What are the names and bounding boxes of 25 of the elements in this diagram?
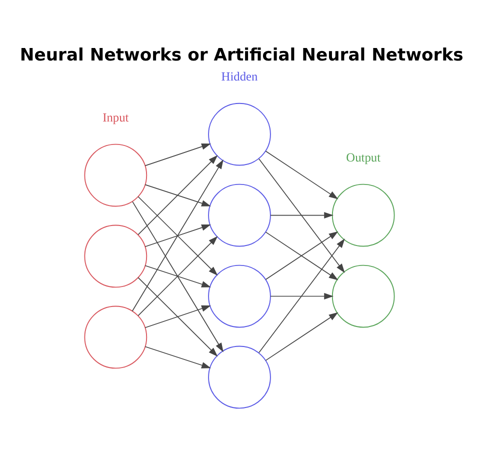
arrow — [144, 346, 211, 368]
node-circle — [84, 306, 148, 369]
diagram-title: Neural Networks or Artificial Neural Networks — [20, 45, 464, 66]
arrow — [144, 265, 211, 288]
arrow — [270, 212, 334, 219]
node-circle — [84, 144, 148, 207]
arrow — [132, 201, 224, 352]
arrow — [144, 184, 211, 206]
node-label: Output — [346, 150, 381, 164]
arrow — [265, 150, 338, 200]
arrow — [270, 292, 334, 300]
arrow — [138, 155, 218, 236]
arrow — [258, 238, 345, 354]
arrow — [258, 158, 345, 273]
arrow — [144, 224, 211, 248]
node-circle — [84, 224, 148, 288]
arrow — [144, 143, 211, 166]
arrow — [265, 312, 338, 361]
node-label: Input — [102, 110, 129, 124]
arrow — [138, 277, 218, 357]
arrow — [138, 236, 218, 316]
arrow — [138, 196, 218, 276]
arrow — [132, 160, 224, 312]
node-label: Hidden — [221, 69, 258, 84]
arrow — [144, 305, 211, 328]
